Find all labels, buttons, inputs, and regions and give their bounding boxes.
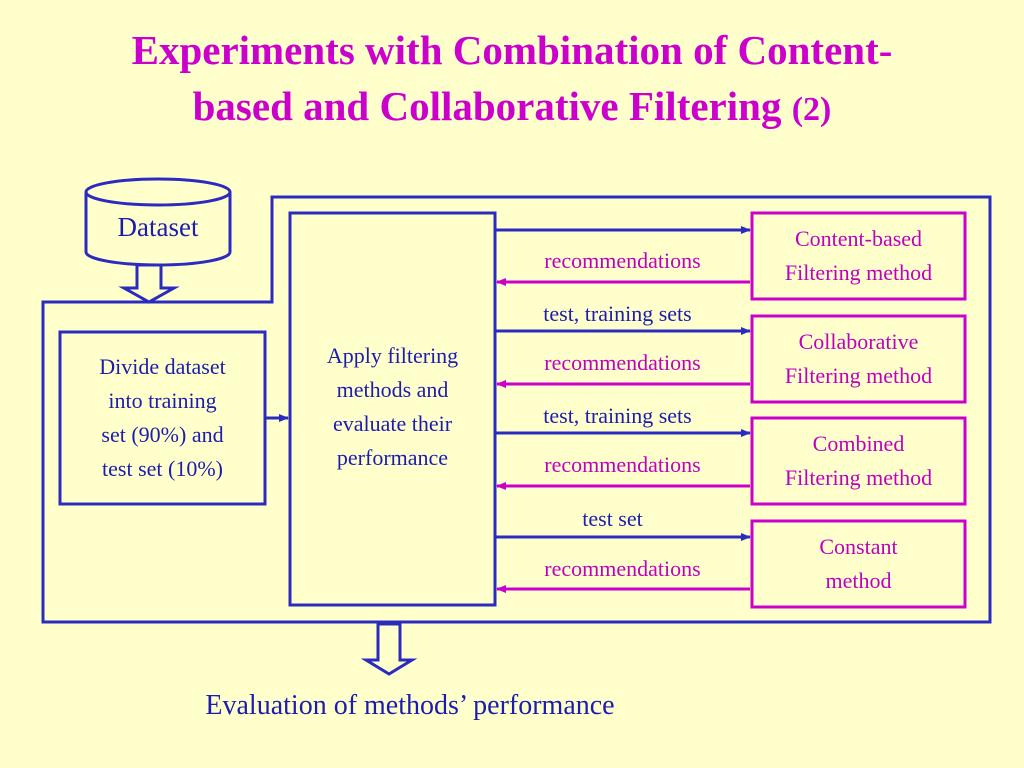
combined-line-2: Filtering method	[784, 465, 933, 490]
dataset-cylinder	[84, 177, 232, 267]
dataset-label: Dataset	[117, 212, 199, 242]
apply-line-4: performance	[336, 445, 449, 470]
apply-box	[288, 211, 497, 607]
divide-line-1: Divide dataset	[99, 354, 226, 379]
constant-line-1: Constant	[819, 534, 898, 559]
collaborative-text: Collaborative Filtering method	[752, 316, 965, 402]
collaborative-line-2: Filtering method	[784, 363, 933, 388]
constant-box	[750, 519, 967, 609]
title-line-1: Experiments with Combination of Content-	[131, 27, 893, 73]
collaborative-box	[750, 314, 967, 404]
apply-text: Apply filtering methods and evaluate the…	[290, 339, 495, 475]
apply-line-1: Apply filtering	[326, 343, 459, 368]
dataset-down-arrow	[118, 263, 180, 304]
recommendations-label-1: recommendations	[544, 248, 701, 273]
evaluation-label: Evaluation of methods’ performance	[205, 690, 615, 721]
collaborative-line-1: Collaborative	[798, 329, 919, 354]
divide-line-3: set (90%) and	[101, 422, 224, 447]
recommendations-label-3: recommendations	[544, 452, 701, 477]
apply-line-2: methods and	[336, 377, 449, 402]
content-based-text: Content-based Filtering method	[752, 213, 965, 299]
test-set-label-4: test set	[582, 506, 643, 531]
constant-line-2: method	[825, 568, 892, 593]
divide-line-2: into training	[108, 388, 217, 413]
combined-text: Combined Filtering method	[752, 418, 965, 504]
constant-text: Constant method	[752, 521, 965, 607]
divide-line-4: test set (10%)	[102, 456, 223, 481]
combined-line-1: Combined	[812, 431, 905, 456]
content-based-line-2: Filtering method	[784, 260, 933, 285]
title-line-2: based and Collaborative Filtering (2)	[0, 78, 1024, 138]
title-suffix: (2)	[791, 91, 832, 128]
apply-line-3: evaluate their	[332, 411, 453, 436]
page-title: Experiments with Combination of Content-…	[0, 22, 1024, 138]
divide-text: Divide dataset into training set (90%) a…	[60, 332, 265, 504]
recommendations-label-4: recommendations	[544, 556, 701, 581]
content-based-line-1: Content-based	[794, 226, 923, 251]
test-training-label-2: test, training sets	[543, 301, 692, 326]
recommendations-label-2: recommendations	[544, 350, 701, 375]
process-frame	[41, 195, 992, 624]
title-line-2-text: based and Collaborative Filtering	[192, 83, 782, 129]
test-training-label-3: test, training sets	[543, 403, 692, 428]
combined-box	[750, 416, 967, 506]
content-based-box	[750, 211, 967, 301]
evaluation-down-arrow	[360, 622, 418, 676]
